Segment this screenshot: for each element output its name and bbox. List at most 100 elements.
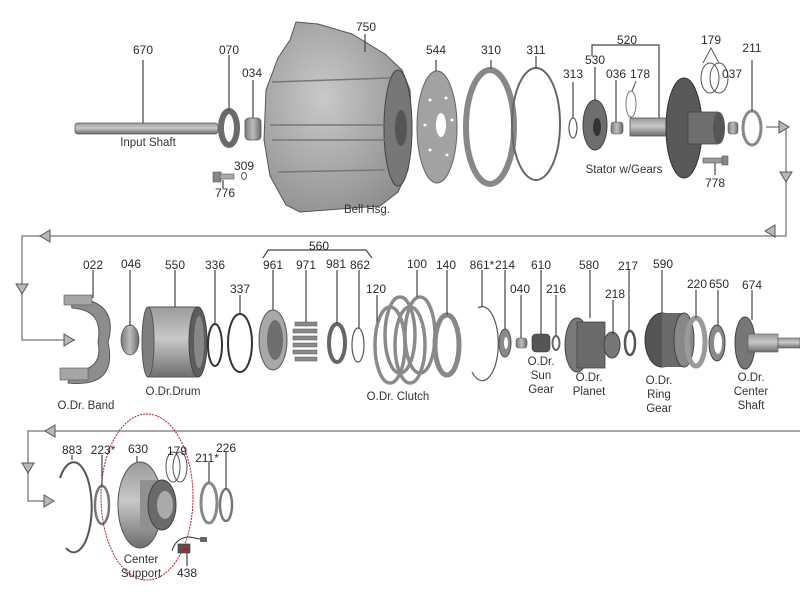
label-610: 610	[530, 258, 552, 272]
label-630: 630	[127, 442, 149, 456]
caption-od-sun-gear: O.Dr. Sun Gear	[527, 356, 555, 396]
label-022: 022	[82, 258, 104, 272]
label-046: 046	[120, 257, 142, 271]
label-778: 778	[704, 176, 726, 190]
part-650-bearing	[708, 290, 726, 362]
flow-arrow-icons	[15, 120, 793, 508]
label-337: 337	[229, 282, 251, 296]
label-961: 961	[262, 258, 284, 272]
label-211: 211	[742, 41, 762, 55]
label-311: 311	[526, 43, 546, 57]
label-214: 214	[494, 258, 516, 272]
part-040-bushing	[515, 295, 528, 349]
part-313-seal-ring	[568, 82, 578, 139]
part-311-o-ring	[511, 56, 561, 181]
part-211-thrust-washer-center	[199, 462, 219, 525]
part-046-bushing	[120, 270, 140, 356]
part-034-bushing	[244, 80, 262, 141]
label-034: 034	[241, 66, 263, 80]
part-140-pressure-plate	[432, 270, 462, 378]
label-179-center: 179	[166, 444, 188, 458]
part-674-center-shaft	[734, 290, 800, 370]
part-670-input-shaft	[74, 60, 219, 135]
part-217-thrust-washer	[623, 270, 637, 357]
label-217: 217	[617, 259, 639, 273]
label-336: 336	[204, 258, 226, 272]
part-981-thrust-plate	[327, 270, 347, 364]
part-336-seal-ring	[207, 270, 223, 367]
label-776: 776	[214, 186, 236, 200]
label-544: 544	[425, 43, 447, 57]
part-179-seal-rings-center	[165, 451, 188, 483]
label-216: 216	[545, 282, 567, 296]
label-313: 313	[562, 67, 584, 81]
label-100: 100	[406, 257, 428, 271]
part-438-solenoid-sensor	[171, 536, 207, 566]
label-037: 037	[721, 67, 743, 81]
label-310: 310	[480, 43, 502, 57]
part-544-separator-plate	[416, 60, 458, 184]
part-750-bell-housing	[263, 21, 413, 213]
caption-od-drum: O.Dr.Drum	[145, 386, 201, 398]
label-178: 178	[629, 67, 651, 81]
part-862-snap-ring	[351, 270, 365, 363]
part-036-bushing	[610, 80, 624, 135]
part-220-thrust-washer	[684, 290, 708, 369]
label-218: 218	[604, 287, 626, 301]
caption-center-support: Center Support	[120, 554, 162, 580]
part-309-o-ring	[241, 172, 247, 180]
label-226: 226	[215, 441, 237, 455]
part-961-one-way-clutch-race	[258, 270, 288, 371]
label-179: 179	[700, 33, 722, 47]
caption-od-band: O.Dr. Band	[57, 400, 115, 412]
label-309: 309	[233, 159, 255, 173]
part-610-sun-gear	[531, 270, 551, 353]
label-590: 590	[652, 257, 674, 271]
label-862: 862	[349, 258, 371, 272]
label-670: 670	[132, 43, 154, 57]
label-120: 120	[365, 282, 387, 296]
part-861-snap-ring	[471, 270, 499, 382]
label-070: 070	[218, 43, 240, 57]
highlight-ellipse	[100, 413, 194, 581]
caption-od-ring-gear: O.Dr. Ring Gear	[645, 375, 673, 415]
part-883-snap-ring	[59, 455, 93, 554]
label-674: 674	[741, 278, 763, 292]
label-211-center: 211*	[195, 451, 219, 465]
caption-od-clutch: O.Dr. Clutch	[366, 391, 430, 403]
part-179-seal-rings	[700, 46, 729, 94]
part-178-seal	[625, 80, 637, 118]
part-590-ring-gear	[644, 270, 695, 368]
label-971: 971	[295, 258, 317, 272]
caption-stator: Stator w/Gears	[585, 164, 663, 176]
part-037-bushing	[727, 121, 739, 135]
part-550-overdrive-drum	[141, 270, 208, 378]
caption-input-shaft: Input Shaft	[120, 137, 176, 149]
part-070-seal	[218, 55, 240, 148]
label-438: 438	[176, 566, 198, 580]
caption-bell-housing: Bell Hsg.	[343, 204, 391, 216]
part-216-thrust-washer	[551, 295, 561, 351]
part-226-thrust-washer	[218, 452, 234, 523]
label-861: 861*	[469, 258, 495, 272]
part-778-bolt	[702, 155, 729, 175]
label-550: 550	[164, 258, 186, 272]
label-040: 040	[509, 282, 531, 296]
label-560: 560	[308, 239, 330, 253]
part-310-gasket	[463, 60, 517, 187]
label-223: 223*	[90, 443, 116, 457]
part-580-planetary-carrier	[564, 270, 621, 373]
label-140: 140	[435, 258, 457, 272]
label-580: 580	[578, 258, 600, 272]
part-337-seal-ring	[227, 295, 253, 373]
part-530-stator-gear	[582, 67, 608, 151]
part-520-bracket	[591, 44, 660, 120]
part-971-roller-clutch	[292, 270, 318, 362]
label-650: 650	[708, 277, 730, 291]
part-630-center-support	[117, 456, 177, 549]
part-stator-support	[629, 77, 725, 179]
part-214-thrust-washer	[498, 270, 512, 358]
part-211-thrust-washer	[741, 60, 763, 147]
